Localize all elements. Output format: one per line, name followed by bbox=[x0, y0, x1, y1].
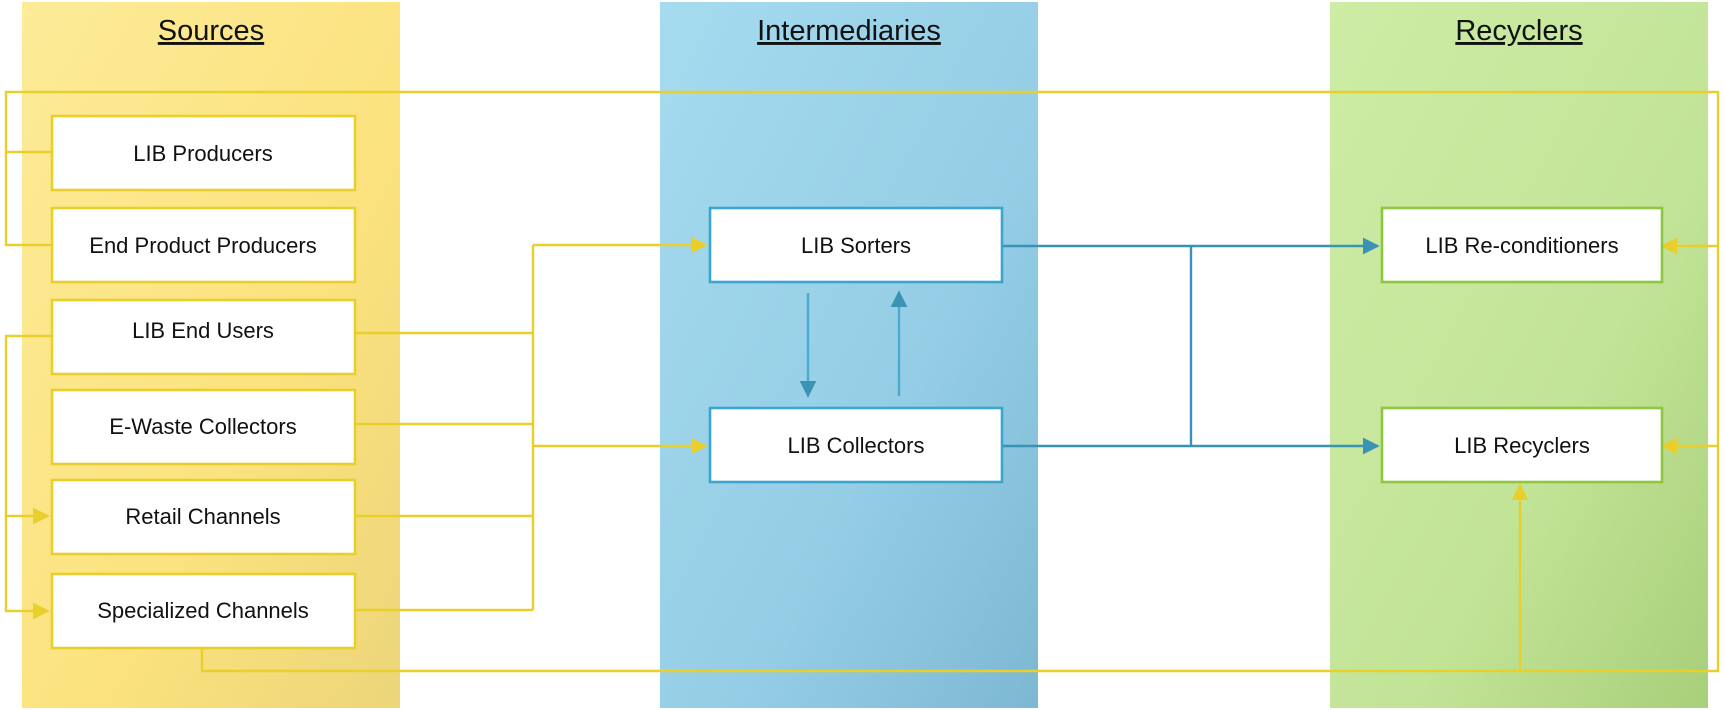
label-end-product-producers: End Product Producers bbox=[89, 233, 316, 258]
label-specialized-channels: Specialized Channels bbox=[97, 598, 309, 623]
end-users-to-retail-line bbox=[4, 334, 52, 525]
node-e-waste-collectors bbox=[50, 388, 357, 466]
label-lib-collectors: LIB Collectors bbox=[788, 433, 925, 458]
producers-loop-line bbox=[4, 90, 1720, 255]
recyclers-title: Recyclers bbox=[1455, 15, 1582, 47]
label-lib-recyclers: LIB Recyclers bbox=[1454, 433, 1590, 458]
node-lib-end-users bbox=[50, 298, 357, 376]
node-end-product-producers bbox=[50, 206, 357, 284]
node-lib-recyclers bbox=[1380, 406, 1664, 484]
label-e-waste-collectors: E-Waste Collectors bbox=[109, 414, 296, 439]
label-retail-channels: Retail Channels bbox=[125, 504, 280, 529]
node-lib-reconditioners bbox=[1380, 206, 1664, 284]
bottom-loop-right-line bbox=[1520, 446, 1720, 673]
label-lib-producers: LIB Producers bbox=[133, 141, 272, 166]
node-lib-producers bbox=[50, 114, 357, 192]
end-users-to-specialized-line bbox=[4, 516, 50, 620]
label-lib-sorters: LIB Sorters bbox=[801, 233, 911, 258]
node-retail-channels bbox=[50, 478, 357, 556]
end-product-producers-link bbox=[4, 152, 52, 247]
node-lib-collectors bbox=[708, 406, 1004, 484]
intermediaries-band bbox=[660, 2, 1038, 708]
specialized-to-recyclers-line bbox=[200, 483, 1529, 673]
node-specialized-channels bbox=[50, 572, 357, 650]
label-lib-end-users: LIB End Users bbox=[132, 318, 274, 343]
node-lib-sorters bbox=[708, 206, 1004, 284]
intermediaries-title: Intermediaries bbox=[757, 15, 941, 47]
sources-title: Sources bbox=[158, 15, 264, 47]
label-lib-reconditioners: LIB Re-conditioners bbox=[1425, 233, 1618, 258]
